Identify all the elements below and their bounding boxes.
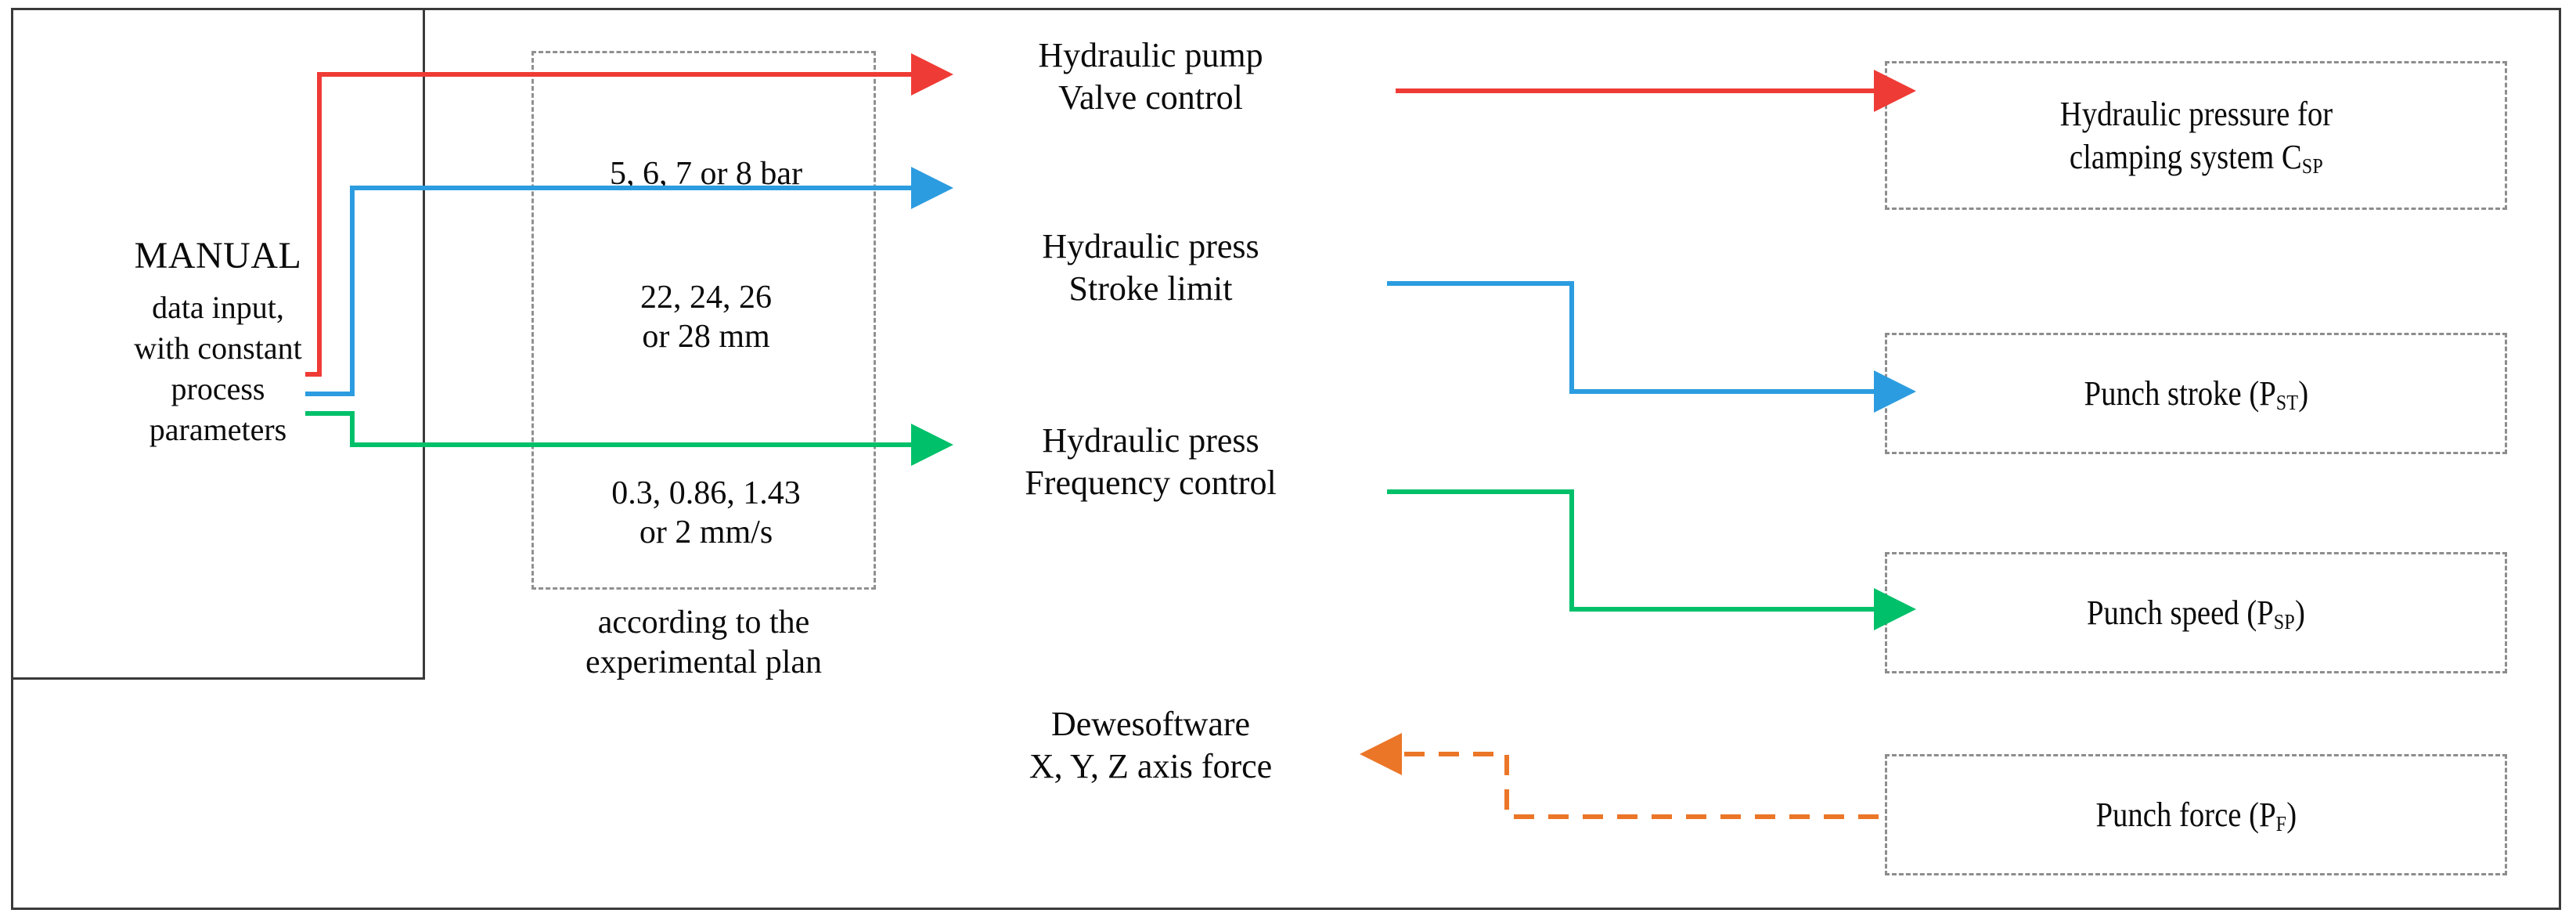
parameter-speed: 0.3, 0.86, 1.43 or 2 mm/s (534, 475, 878, 552)
control-4-line-2: X, Y, Z axis force (1029, 746, 1273, 785)
output-3-label: Punch speed (P (2087, 594, 2274, 632)
manual-line-1: data input, (152, 290, 284, 326)
output-3-subscript: SP (2273, 610, 2296, 633)
experimental-plan-note: according to the experimental plan (531, 603, 876, 683)
control-hydraulic-pump-valve: Hydraulic pump Valve control (939, 34, 1362, 118)
output-2-text: Punch stroke (PST) (2084, 372, 2308, 415)
control-dewesoftware-force: Dewesoftware X, Y, Z axis force (931, 703, 1370, 787)
output-1-text: Hydraulic pressure for clamping system C… (2059, 92, 2332, 179)
experimental-plan-note-line-2: experimental plan (585, 644, 823, 681)
output-2-subscript: ST (2275, 391, 2298, 414)
output-2-label: Punch stroke (P (2084, 374, 2276, 413)
manual-input-box: MANUAL data input, with constant process… (11, 8, 425, 680)
manual-line-2: with constant (134, 330, 302, 366)
control-hydraulic-press-stroke: Hydraulic press Stroke limit (939, 226, 1362, 309)
control-hydraulic-press-frequency: Hydraulic press Frequency control (939, 420, 1362, 504)
experimental-plan-note-line-1: according to the (597, 605, 810, 641)
output-4-paren: ) (2286, 796, 2297, 834)
parameter-values-box: 5, 6, 7 or 8 bar 22, 24, 26 or 28 mm 0.3… (531, 51, 876, 590)
output-1-subscript: SP (2301, 154, 2323, 178)
control-4-line-1: Dewesoftware (1050, 705, 1251, 743)
manual-title: MANUAL (134, 234, 302, 276)
control-3-line-1: Hydraulic press (1042, 421, 1259, 460)
parameter-stroke: 22, 24, 26 or 28 mm (534, 279, 878, 356)
output-4-text: Punch force (PF) (2095, 793, 2297, 836)
output-1-line-2: clamping system CSP (2059, 135, 2332, 179)
parameter-stroke-line-2: or 28 mm (642, 318, 770, 355)
output-box-punch-speed: Punch speed (PSP) (1885, 552, 2507, 673)
parameter-speed-line-2: or 2 mm/s (639, 514, 773, 550)
control-2-line-2: Stroke limit (1068, 269, 1233, 308)
manual-line-4: parameters (149, 412, 287, 448)
control-2-line-1: Hydraulic press (1042, 227, 1259, 265)
control-1-line-2: Valve control (1058, 78, 1243, 117)
output-4-label: Punch force (P (2095, 796, 2276, 834)
control-1-line-1: Hydraulic pump (1038, 36, 1263, 74)
parameter-speed-line-1: 0.3, 0.86, 1.43 (611, 475, 801, 511)
output-2-paren: ) (2297, 374, 2308, 413)
control-3-line-2: Frequency control (1025, 463, 1277, 502)
output-3-text: Punch speed (PSP) (2087, 591, 2305, 634)
output-1-line-2-text: clamping system C (2069, 138, 2302, 176)
output-1-line-1: Hydraulic pressure for (2059, 95, 2333, 133)
manual-line-3: process (171, 371, 265, 407)
parameter-stroke-line-1: 22, 24, 26 (640, 280, 772, 316)
parameter-pressure: 5, 6, 7 or 8 bar (609, 156, 803, 192)
output-4-subscript: F (2275, 812, 2286, 836)
output-3-paren: ) (2295, 594, 2305, 632)
output-box-punch-stroke: Punch stroke (PST) (1885, 333, 2507, 454)
output-box-clamping-pressure: Hydraulic pressure for clamping system C… (1885, 61, 2507, 210)
output-box-punch-force: Punch force (PF) (1885, 754, 2507, 875)
